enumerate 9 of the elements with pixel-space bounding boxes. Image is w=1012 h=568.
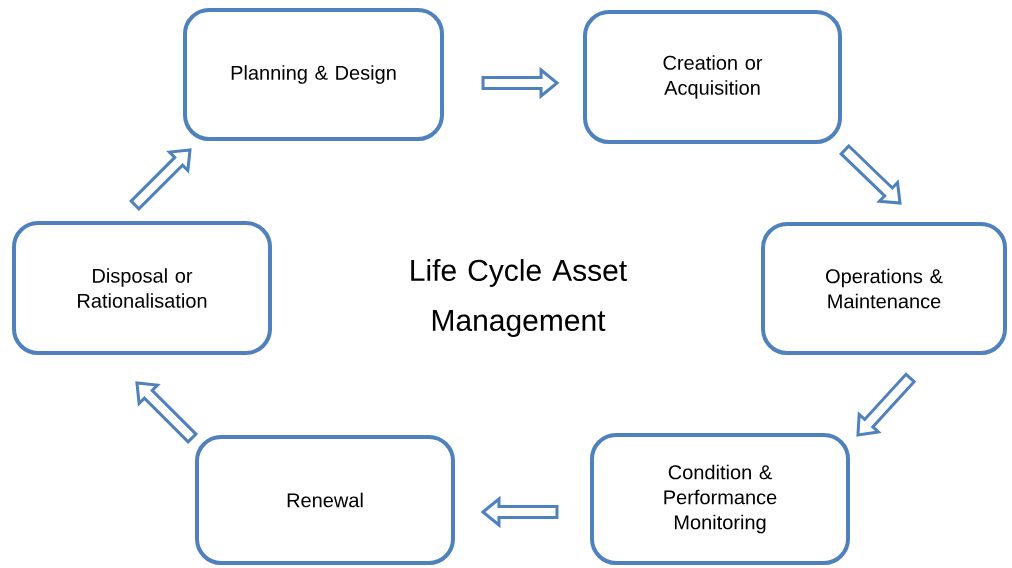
process-box: Disposal or Rationalisation bbox=[12, 221, 272, 355]
process-box: Operations & Maintenance bbox=[761, 222, 1007, 355]
block-arrow bbox=[481, 66, 560, 100]
process-box: Creation or Acquisition bbox=[583, 10, 842, 144]
process-box: Condition & Performance Monitoring bbox=[590, 433, 850, 565]
process-box: Planning & Design bbox=[183, 8, 444, 141]
block-arrow bbox=[480, 495, 559, 529]
center-title: Life Cycle Asset Management bbox=[411, 259, 627, 337]
process-box: Renewal bbox=[195, 435, 455, 565]
